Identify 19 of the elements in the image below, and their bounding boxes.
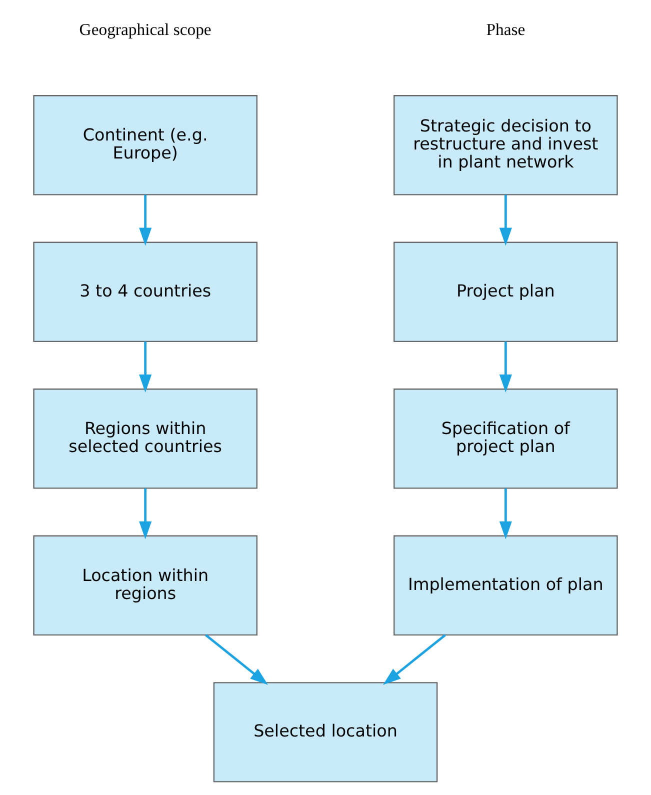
label: Geographical scope (79, 20, 212, 40)
node-box: Regions within selected countries (33, 388, 258, 489)
arrow (383, 634, 446, 685)
node-box: Continent (e.g. Europe) (33, 95, 258, 196)
arrow (499, 194, 512, 246)
node-box: Specification of project plan (394, 388, 618, 489)
node-box: Project plan (394, 242, 618, 342)
arrow (499, 488, 512, 540)
node-box: 3 to 4 countries (33, 242, 258, 342)
node-box: Location within regions (33, 535, 258, 636)
arrow (139, 342, 152, 392)
label: Phase (486, 20, 526, 40)
node-box: Selected location (213, 682, 438, 782)
node-box: Strategic decision to restructure and invest in plant network (394, 95, 618, 196)
arrow (139, 488, 152, 540)
arrow (499, 342, 512, 392)
arrow (205, 634, 268, 685)
node-box: Implementation of plan (394, 535, 618, 636)
arrow (139, 194, 152, 246)
